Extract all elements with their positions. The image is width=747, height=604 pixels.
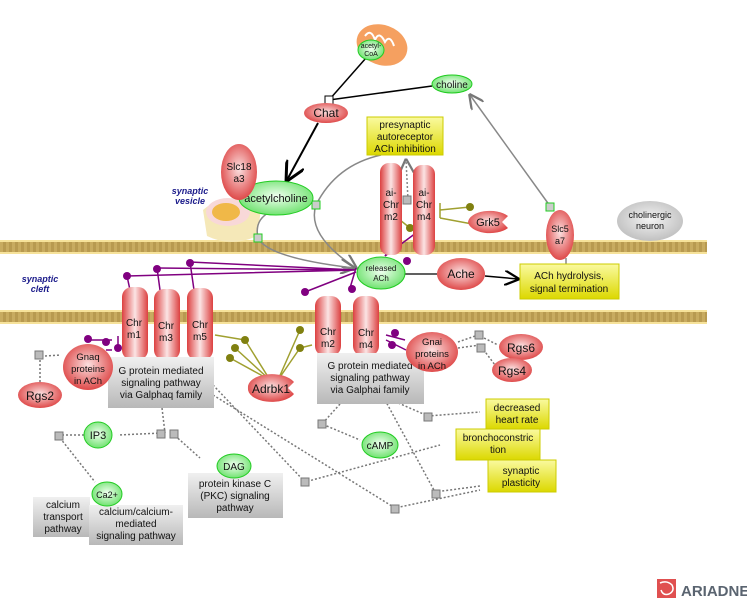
node-grk5[interactable]: Grk5 [468,210,508,234]
node-adrbk1[interactable]: Adrbk1 [247,374,294,402]
node-rgs2[interactable]: Rgs2 [18,382,62,408]
svg-text:IP3: IP3 [90,430,107,442]
node-ip3[interactable]: IP3 [83,421,113,449]
svg-text:Grk5: Grk5 [476,217,500,229]
node-chat[interactable]: Chat [304,103,348,123]
process-ach-hydrolysis[interactable]: ACh hydrolysis,signal termination [519,263,620,300]
node-acetylcholine[interactable]: acetylcholine [238,180,314,216]
svg-text:choline: choline [436,80,468,91]
svg-text:Rgs2: Rgs2 [26,389,54,403]
node-dag[interactable]: DAG [216,453,252,479]
svg-text:acetylcholine: acetylcholine [244,193,308,205]
node-rgs4[interactable]: Rgs4 [492,358,532,382]
node-acetyl-coa[interactable]: acetyl-CoA [357,39,385,61]
presynaptic-membrane [0,240,707,254]
svg-text:Chat: Chat [313,106,339,120]
ariadne-logo: ARIADNE [657,579,747,600]
svg-text:acetyl-CoA: acetyl-CoA [361,43,382,58]
node-camp[interactable]: cAMP [361,431,399,459]
svg-text:ACh hydrolysis,signal terminat: ACh hydrolysis,signal termination [530,271,608,295]
svg-text:Adrbk1: Adrbk1 [252,382,290,396]
node-choline[interactable]: choline [431,74,473,94]
node-rgs6[interactable]: Rgs6 [499,334,543,360]
svg-text:Rgs4: Rgs4 [498,364,526,378]
svg-text:Ca2+: Ca2+ [96,490,118,500]
svg-text:Rgs6: Rgs6 [507,341,535,355]
svg-text:DAG: DAG [223,462,245,473]
svg-text:ARIADNE: ARIADNE [681,583,747,600]
node-ache[interactable]: Ache [437,258,485,290]
svg-text:Ache: Ache [447,267,475,281]
svg-text:cAMP: cAMP [367,441,394,452]
node-ca2[interactable]: Ca2+ [91,481,123,507]
synaptic-vesicle-icon [203,198,261,242]
